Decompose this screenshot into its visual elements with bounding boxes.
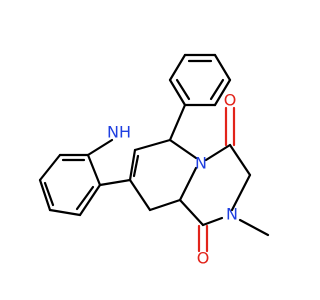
piperazinedione-ring <box>178 143 252 227</box>
tetrahydropyridine-ring <box>128 138 198 212</box>
phenyl-ring <box>168 53 232 107</box>
carbonyl-top <box>224 106 236 147</box>
atom-o-bottom-label: O <box>197 249 210 268</box>
atom-o-top-label: O <box>224 91 237 110</box>
bond-n-methyl <box>238 218 270 237</box>
indole-benzene-ring <box>38 153 102 217</box>
carbonyl-bottom <box>197 224 209 253</box>
bond-phenyl-to-c6 <box>168 103 187 142</box>
molecule-structure-diagram: NH N N O O <box>38 53 270 268</box>
atom-nh-label: NH <box>107 123 131 142</box>
pyrrole-ring <box>86 138 140 187</box>
atom-n-methyl-label: N <box>226 205 238 224</box>
atom-n-ring-label: N <box>195 154 207 173</box>
